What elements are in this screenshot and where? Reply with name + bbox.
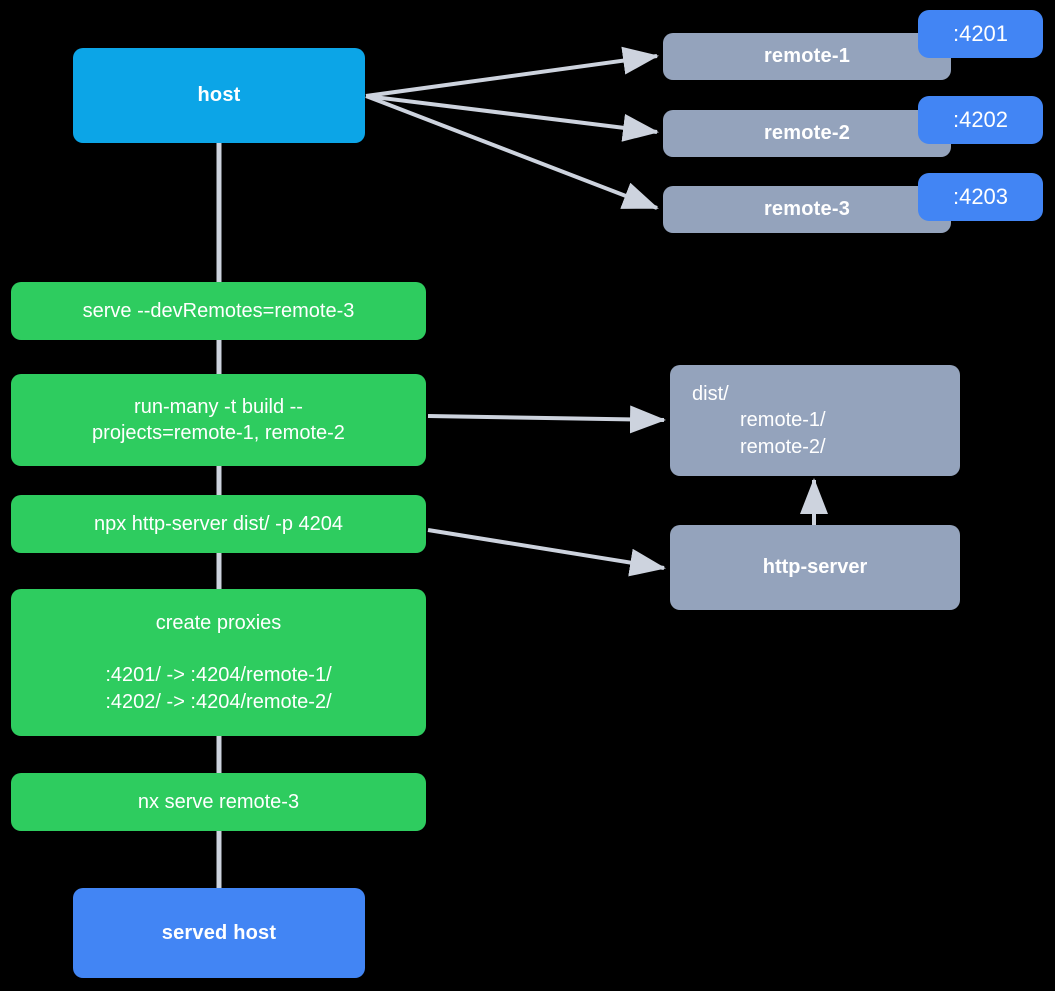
node-cmd-nx-serve-remote-3-label: nx serve remote-3: [137, 790, 300, 813]
node-cmd-create-proxies-line-1: :4201/ -> :4204/remote-1/: [105, 664, 332, 687]
port-badge-remote-3-label: :4203: [952, 184, 1009, 210]
edge-host-to-remote-2: [365, 94, 659, 142]
port-badge-remote-1-label: :4201: [952, 21, 1009, 47]
node-cmd-run-many-line-2: projects=remote-1, remote-2: [92, 422, 345, 444]
port-badge-remote-3[interactable]: :4203: [918, 173, 1043, 221]
node-remote-2[interactable]: remote-2: [663, 110, 951, 157]
node-cmd-npx-http-server[interactable]: npx http-server dist/ -p 4204: [11, 495, 426, 553]
edge-http-server-cmd-to-http-server: [427, 528, 666, 577]
node-cmd-create-proxies-title: create proxies: [155, 611, 282, 634]
node-remote-1[interactable]: remote-1: [663, 33, 951, 80]
node-remote-1-label: remote-1: [763, 45, 851, 68]
node-cmd-serve-dev-remotes[interactable]: serve --devRemotes=remote-3: [11, 282, 426, 340]
node-dist-line-2: remote-1/: [740, 409, 826, 432]
node-dist-line-3: remote-2/: [740, 435, 826, 458]
port-badge-remote-2-label: :4202: [952, 107, 1009, 133]
node-cmd-npx-http-server-label: npx http-server dist/ -p 4204: [93, 512, 343, 535]
node-dist-folder[interactable]: dist/ remote-1/ remote-2/: [670, 365, 960, 476]
node-host-label: host: [197, 84, 241, 107]
node-cmd-nx-serve-remote-3[interactable]: nx serve remote-3: [11, 773, 426, 831]
node-remote-2-label: remote-2: [763, 122, 851, 145]
node-remote-3-label: remote-3: [763, 198, 851, 221]
node-cmd-create-proxies[interactable]: create proxies :4201/ -> :4204/remote-1/…: [11, 589, 426, 736]
node-cmd-run-many-build[interactable]: run-many -t build -- projects=remote-1, …: [11, 374, 426, 466]
node-served-host[interactable]: served host: [73, 888, 365, 978]
edge-host-to-remote-3: [365, 94, 659, 210]
node-served-host-label: served host: [161, 921, 277, 944]
edge-host-to-remote-1: [365, 46, 659, 98]
node-http-server[interactable]: http-server: [670, 525, 960, 610]
node-host[interactable]: host: [73, 48, 365, 143]
node-dist-line-1: dist/: [692, 382, 729, 405]
edge-run-many-to-dist: [427, 405, 666, 434]
port-badge-remote-1[interactable]: :4201: [918, 10, 1043, 58]
node-cmd-serve-dev-remotes-label: serve --devRemotes=remote-3: [82, 299, 355, 322]
node-http-server-label: http-server: [762, 556, 868, 579]
port-badge-remote-2[interactable]: :4202: [918, 96, 1043, 144]
node-cmd-create-proxies-line-2: :4202/ -> :4204/remote-2/: [105, 690, 332, 713]
node-remote-3[interactable]: remote-3: [663, 186, 951, 233]
node-cmd-run-many-line-1: run-many -t build --: [134, 395, 303, 418]
